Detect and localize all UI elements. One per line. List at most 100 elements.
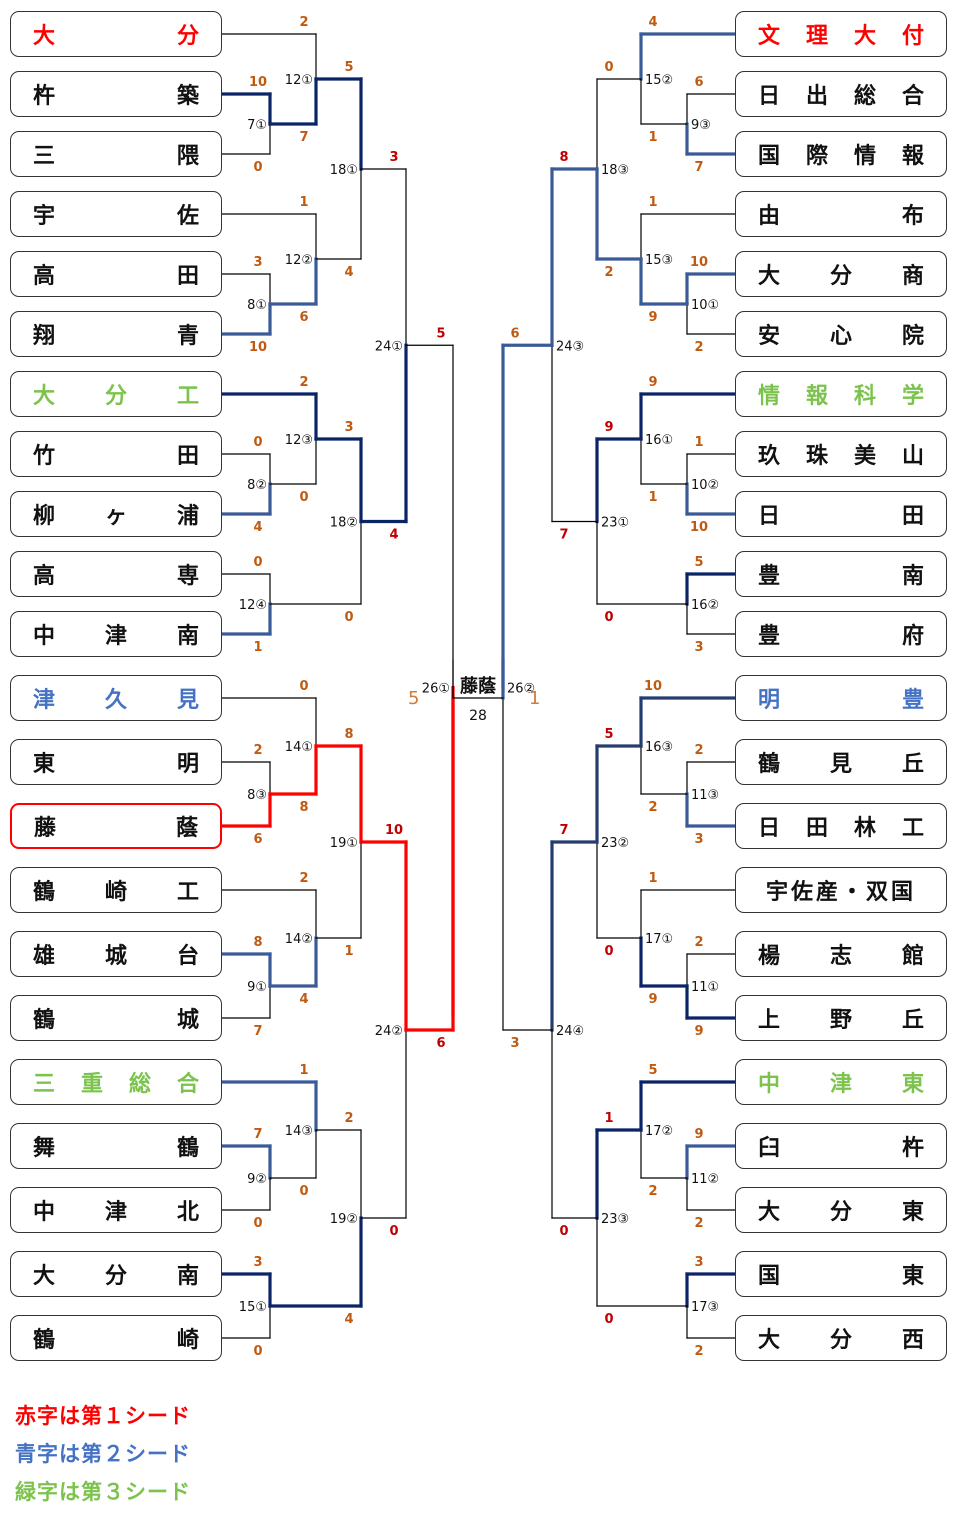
game-number-label: 19① [330, 836, 358, 851]
team-name-char: 鶴 [33, 1008, 56, 1033]
champion-name: 藤蔭 [460, 676, 496, 697]
score-bottom: 9 [648, 310, 657, 325]
game-number-label: 11① [691, 980, 719, 995]
score-bottom: 7 [694, 160, 703, 175]
score-bottom: 9 [694, 1024, 703, 1039]
team-name-char: 報 [805, 384, 828, 409]
team-name-char: 科 [853, 384, 876, 409]
team-name-char: 大 [33, 384, 56, 409]
game-number-label: 9③ [691, 118, 711, 133]
team-left-9: 高専 [10, 551, 222, 597]
team-name-char: 田 [901, 504, 924, 529]
team-name-char: 東 [901, 1264, 924, 1289]
team-name-char: 由 [758, 204, 781, 229]
team-name-char: 鶴 [176, 1136, 199, 1161]
score-top: 8 [344, 727, 353, 742]
score-top: 7 [559, 823, 568, 838]
score-top: 9 [648, 375, 657, 390]
team-name-char: 鶴 [758, 752, 781, 777]
score-bottom: 1 [253, 640, 262, 655]
score-top: 0 [299, 679, 308, 694]
legend-seed1: 赤字は第１シード [15, 1404, 191, 1428]
team-left-19: 中津北 [10, 1187, 222, 1233]
score-top: 9 [694, 1127, 703, 1142]
team-left-20: 大分南 [10, 1251, 222, 1297]
score-top: 6 [694, 75, 703, 90]
team-right-2: 国際情報 [735, 131, 947, 177]
team-left-14: 鶴崎工 [10, 867, 222, 913]
score-bottom: 4 [389, 528, 398, 543]
team-name-char: 工 [176, 384, 199, 409]
team-name-char: 築 [176, 84, 199, 109]
score-bottom: 2 [694, 1216, 703, 1231]
team-left-17: 三重総合 [10, 1059, 222, 1105]
score-top: 5 [344, 60, 353, 75]
game-number-label: 11③ [691, 788, 719, 803]
game-number-label: 24② [375, 1024, 403, 1039]
game-number-label: 14② [285, 932, 313, 947]
team-name-char: 高 [33, 564, 56, 589]
team-left-4: 高田 [10, 251, 222, 297]
team-left-18: 舞鶴 [10, 1123, 222, 1169]
game-number-label: 26② [507, 682, 535, 697]
team-name-char: 宇佐産・双国 [765, 880, 916, 905]
score-bottom: 6 [253, 832, 262, 847]
score-bottom: 9 [648, 992, 657, 1007]
game-number-label: 10① [691, 298, 719, 313]
score-bottom: 3 [694, 832, 703, 847]
score-bottom: 8 [299, 800, 308, 815]
game-number-label: 23③ [601, 1212, 629, 1227]
score-bottom: 0 [253, 160, 262, 175]
team-name-char: 東 [901, 1072, 924, 1097]
game-number-label: 12① [285, 73, 313, 88]
game-number-label: 16① [645, 433, 673, 448]
game-number-label: 17③ [691, 1300, 719, 1315]
legend-seed3: 緑字は第３シード [15, 1480, 191, 1504]
team-name-char: 日 [758, 504, 781, 529]
team-name-char: 見 [176, 688, 199, 713]
game-number-label: 12③ [285, 433, 313, 448]
team-right-9: 豊南 [735, 551, 947, 597]
game-number-label: 24④ [556, 1024, 584, 1039]
game-number-label: 16② [691, 598, 719, 613]
team-name-char: 総 [853, 84, 876, 109]
score-bottom: 7 [299, 130, 308, 145]
game-number-label: 9② [247, 1172, 267, 1187]
team-name-char: 台 [176, 944, 199, 969]
team-right-0: 文理大付 [735, 11, 947, 57]
game-number-label: 18① [330, 163, 358, 178]
score-bottom: 3 [694, 640, 703, 655]
team-name-char: 臼 [758, 1136, 781, 1161]
team-name-char: 心 [829, 324, 852, 349]
team-name-char: 分 [829, 1328, 852, 1353]
team-name-char: 文 [758, 24, 781, 49]
team-name-char: 中 [758, 1072, 781, 1097]
team-name-char: 竹 [33, 444, 56, 469]
score-top: 7 [253, 1127, 262, 1142]
score-bottom: 0 [604, 944, 613, 959]
team-name-char: 野 [829, 1008, 852, 1033]
team-right-1: 日出総合 [735, 71, 947, 117]
team-name-char: 田 [176, 444, 199, 469]
team-name-char: 西 [901, 1328, 924, 1353]
team-name-char: 豊 [758, 564, 781, 589]
game-number-label: 17① [645, 932, 673, 947]
team-name-char: 際 [805, 144, 828, 169]
final-left-score: 5 [408, 688, 420, 709]
team-name-char: 館 [901, 944, 924, 969]
score-top: 2 [694, 935, 703, 950]
score-bottom: 1 [648, 490, 657, 505]
game-number-label: 24③ [556, 339, 584, 354]
team-right-8: 日田 [735, 491, 947, 537]
score-top: 10 [690, 255, 708, 270]
team-name-char: 報 [901, 144, 924, 169]
score-bottom: 4 [253, 520, 262, 535]
score-top: 8 [253, 935, 262, 950]
team-left-11: 津久見 [10, 675, 222, 721]
team-right-19: 大分東 [735, 1187, 947, 1233]
team-name-char: 城 [176, 1008, 199, 1033]
score-bottom: 0 [389, 1224, 398, 1239]
game-number-label: 16③ [645, 740, 673, 755]
score-bottom: 0 [559, 1224, 568, 1239]
team-name-char: 明 [176, 752, 199, 777]
